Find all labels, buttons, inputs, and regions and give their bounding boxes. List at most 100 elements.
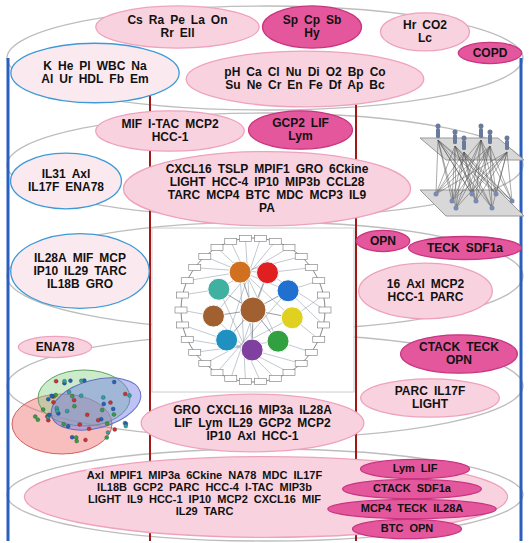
ellipse-outline — [342, 479, 482, 499]
scatter-point — [111, 407, 115, 411]
person-icon — [505, 136, 510, 141]
scatter-point — [83, 438, 87, 442]
scatter-point — [128, 394, 132, 398]
scatter-point — [124, 424, 128, 428]
scatter-point — [101, 395, 105, 399]
marker-label: PARC — [394, 385, 429, 398]
ellipse-shape — [263, 6, 362, 48]
scatter-point — [100, 408, 104, 412]
marker-label: Lym — [197, 417, 223, 430]
marker-label: WBC — [96, 60, 127, 73]
marker-label: Co — [369, 66, 387, 79]
network-hub — [241, 339, 263, 361]
network-edge — [436, 140, 481, 194]
ellipse-shape — [123, 152, 410, 226]
marker-label: SDF1a — [465, 242, 504, 255]
network-hub — [267, 330, 289, 352]
network-edge — [456, 146, 490, 208]
label-group: TECKSDF1a — [424, 242, 506, 255]
network-edge — [227, 238, 261, 340]
ellipse-shape — [458, 42, 521, 63]
network-dot — [490, 206, 495, 211]
network-node — [317, 322, 329, 328]
marker-label: Ne — [246, 79, 263, 92]
network-hub — [281, 307, 303, 329]
network-hub — [240, 297, 266, 323]
ellipse-outline — [352, 519, 462, 539]
marker-label: Ca — [245, 66, 262, 79]
marker-label: IP10 — [205, 430, 232, 443]
scatter-point — [62, 379, 66, 383]
marker-label: MIF — [72, 252, 95, 265]
label-group: HrCO2Lc — [393, 19, 458, 45]
label-group: OPN — [364, 235, 403, 248]
marker-label: CCL28 — [325, 176, 365, 189]
person-icon — [505, 140, 509, 150]
marker-label: CXCL16 — [253, 493, 297, 505]
network-edge — [456, 140, 481, 208]
marker-label: Axl — [405, 278, 426, 291]
marker-label: PARC — [429, 291, 464, 304]
marker-label: IL17F — [433, 385, 466, 398]
ellipse-shape — [356, 230, 409, 251]
cluster-ellipse: GROCXCL16MIP3aIL28ALIFLymIL29GCP2MCP2IP1… — [140, 393, 365, 453]
marker-label: IL17F — [292, 469, 323, 481]
network-edge — [476, 152, 507, 201]
marker-label: MDC — [261, 469, 288, 481]
network-node — [181, 278, 193, 284]
network-node — [225, 239, 237, 245]
scatter-point — [54, 379, 58, 383]
scatter-point — [70, 435, 74, 439]
marker-label: MCP — [98, 252, 127, 265]
marker-label: Cs — [126, 14, 143, 27]
marker-label: CTACK — [372, 482, 412, 494]
marker-label: TARC — [203, 505, 235, 517]
scatter-point — [74, 436, 78, 440]
marker-label: MDC — [275, 189, 304, 202]
network-node — [283, 245, 295, 251]
label-group: KHePlWBCNaAlUrHDLFbEm — [34, 60, 156, 86]
marker-label: Lym — [287, 130, 313, 143]
marker-label: Lym — [392, 462, 416, 474]
marker-label: Ell — [179, 27, 196, 40]
marker-label: Em — [129, 73, 150, 86]
marker-label: OPN — [369, 235, 397, 248]
layer-disc — [7, 449, 523, 541]
marker-label: Cl — [267, 66, 281, 79]
ellipse-shape — [343, 479, 482, 498]
marker-label: IL29 — [63, 265, 89, 278]
ellipse-shape — [11, 43, 179, 103]
marker-label: GCP2 — [132, 481, 164, 493]
ellipse-shape — [361, 379, 500, 417]
label-group: SpCpSbHy — [276, 14, 348, 40]
label-group: GROCXCL16MIP3aIL28ALIFLymIL29GCP2MCP2IP1… — [172, 404, 334, 443]
scatter-point — [112, 412, 116, 416]
network-node — [283, 369, 295, 375]
ellipse-shape — [328, 499, 496, 518]
marker-label: Sb — [325, 14, 342, 27]
marker-label: Axl — [236, 430, 257, 443]
network-node — [313, 278, 325, 284]
cluster-ellipse: IL28AMIFMCPIP10IL29TARCIL18BGRO — [10, 232, 150, 310]
scatter-point — [113, 427, 117, 431]
network-dot — [454, 206, 459, 211]
label-group: pHCaClNuDiO2BpCoSuNeCrEnFeDfApBc — [219, 66, 392, 92]
marker-label: MCP3 — [309, 189, 344, 202]
scatter-point — [75, 439, 79, 443]
network-node — [313, 336, 325, 342]
person-icon — [436, 128, 440, 138]
network-node — [295, 361, 307, 367]
network-node — [255, 379, 267, 385]
network-node — [239, 379, 251, 385]
person-icon — [436, 124, 441, 129]
marker-label: He — [57, 60, 74, 73]
marker-label: Pl — [78, 60, 91, 73]
layer-disc — [7, 6, 523, 541]
label-group: CTACKTECKOPN — [417, 341, 502, 367]
network-node — [199, 361, 211, 367]
ellipse-shape — [11, 153, 122, 209]
marker-label: IP10 — [32, 265, 59, 278]
axis-line — [520, 58, 523, 541]
marker-label: IL28A — [432, 502, 464, 514]
scatter-point — [55, 409, 59, 413]
